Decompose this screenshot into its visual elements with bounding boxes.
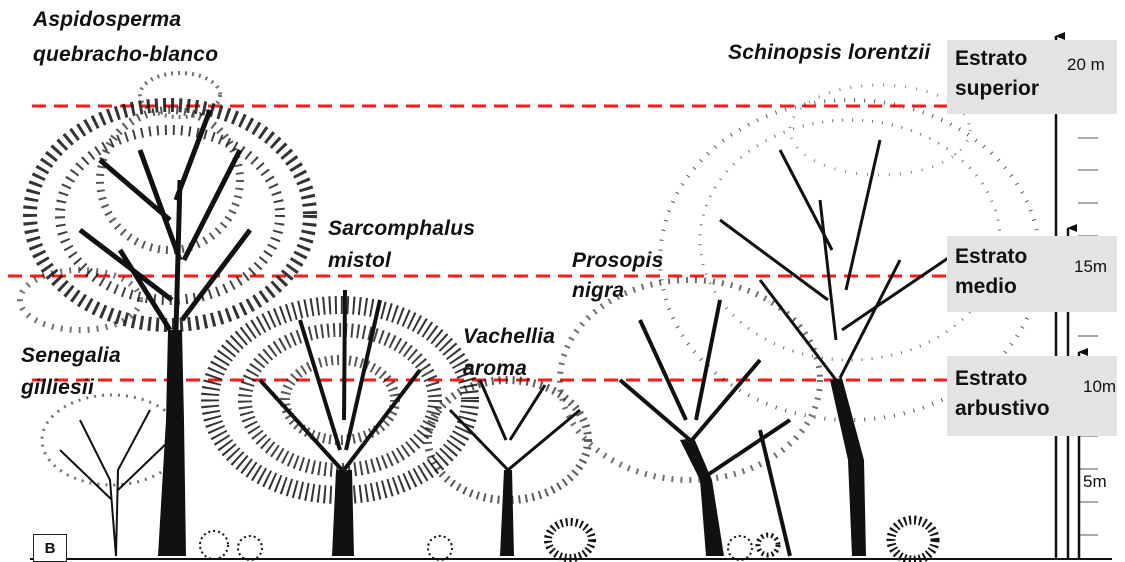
height-label-15m: 15m [1074,257,1107,277]
species-sarcomphalus-line1: Sarcomphalus [328,215,475,242]
height-label-10m: 10m [1083,377,1116,397]
species-sarcomphalus-line2: mistol [328,247,475,274]
understory-plants [200,520,935,560]
species-label-schinopsis: Schinopsis lorentzii [728,39,930,66]
height-label-20m: 20 m [1067,55,1105,75]
species-aspidosperma-line2: quebracho-blanco [33,41,218,68]
stratum-superior-line2: superior [955,74,1039,104]
species-label-senegalia: Senegalia gilliesii [21,342,121,401]
tree-prosopis [560,280,820,556]
species-label-sarcomphalus: Sarcomphalus mistol [328,215,475,274]
species-label-aspidosperma: Aspidosperma quebracho-blanco [33,6,218,68]
stratum-label-superior: Estrato superior [955,44,1039,104]
height-label-5m: 5m [1083,472,1107,492]
stratum-superior-line1: Estrato [955,44,1039,74]
species-label-vachellia: Vachellia aroma [463,323,555,382]
stratum-label-medio: Estrato medio [955,242,1027,302]
height-scale-ticks [1078,106,1098,535]
species-schinopsis-line1: Schinopsis lorentzii [728,39,930,66]
species-label-prosopis: Prosopis nigra [572,247,663,304]
species-prosopis-line1: Prosopis [572,247,663,274]
species-senegalia-line2: gilliesii [21,374,121,401]
tree-vachellia [428,380,588,556]
stratum-medio-line2: medio [955,272,1027,302]
stratum-arbustivo-line1: Estrato [955,364,1050,394]
species-aspidosperma-line1: Aspidosperma [33,6,218,33]
stratum-arbustivo-line2: arbustivo [955,394,1050,424]
species-senegalia-line1: Senegalia [21,342,121,369]
species-vachellia-line2: aroma [463,355,555,382]
stratum-label-arbustivo: Estrato arbustivo [955,364,1050,424]
tree-aspidosperma [20,73,310,556]
panel-label: B [33,534,67,562]
species-vachellia-line1: Vachellia [463,323,555,350]
stratum-medio-line1: Estrato [955,242,1027,272]
species-prosopis-line2: nigra [572,277,663,304]
